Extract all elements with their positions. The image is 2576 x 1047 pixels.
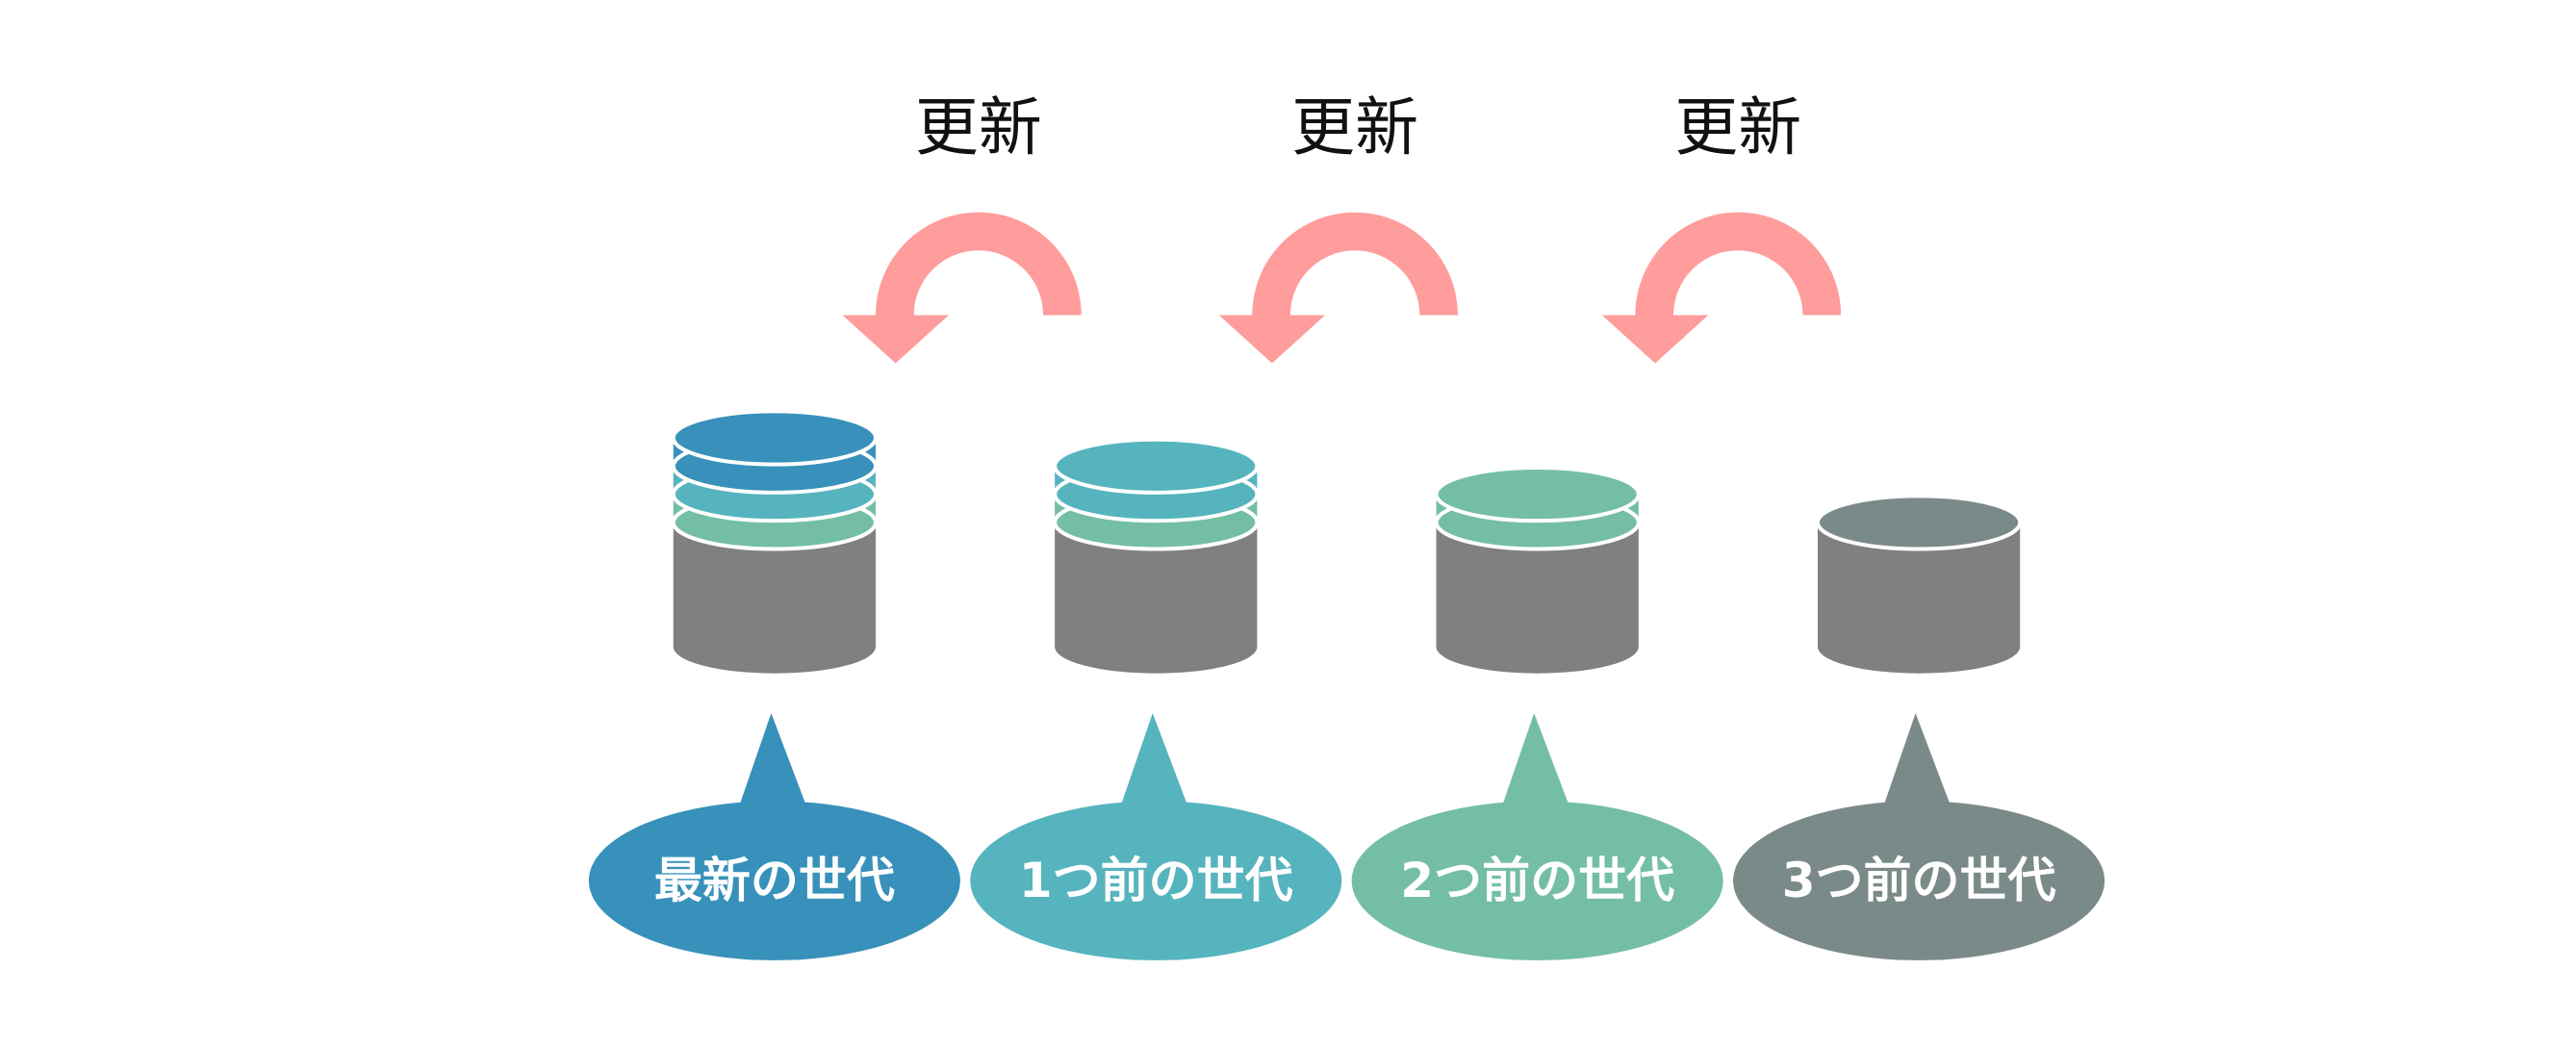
generation-bubbles: 最新の世代 1つ前の世代 2つ前の世代 3つ前の世代 [588,713,2105,960]
database-cylinder-icon [1053,437,1260,674]
cylinder-body [1817,522,2021,674]
cylinder-top [1053,437,1260,495]
cylinder-top [671,409,879,467]
speech-bubble-icon: 最新の世代 [588,713,960,960]
generation-label: 最新の世代 [654,853,895,908]
generation-label: 1つ前の世代 [1019,853,1293,908]
update-arrows: 更新 更新 更新 [842,90,1842,364]
database-cylinder-icon [1815,494,2023,674]
cylinder-body [1436,522,1639,674]
database-cylinder-icon [671,409,879,674]
cylinder-body [1055,522,1258,674]
update-label: 更新 [1674,90,1801,165]
speech-bubble-icon: 3つ前の世代 [1733,713,2105,960]
update-label: 更新 [915,90,1042,165]
cylinder-top [1434,466,1641,524]
generation-label: 2つ前の世代 [1400,853,1674,908]
cylinder-body [673,522,877,674]
database-cylinders [671,409,2023,674]
curved-arrow-icon [1218,212,1458,364]
database-cylinder-icon [1434,466,1641,674]
cylinder-top [1815,494,2023,551]
generation-label: 3つ前の世代 [1782,853,2056,908]
curved-arrow-icon [842,212,1082,364]
update-label: 更新 [1291,90,1418,165]
curved-arrow-icon [1601,212,1842,364]
speech-bubble-icon: 2つ前の世代 [1351,713,1723,960]
speech-bubble-icon: 1つ前の世代 [970,713,1342,960]
